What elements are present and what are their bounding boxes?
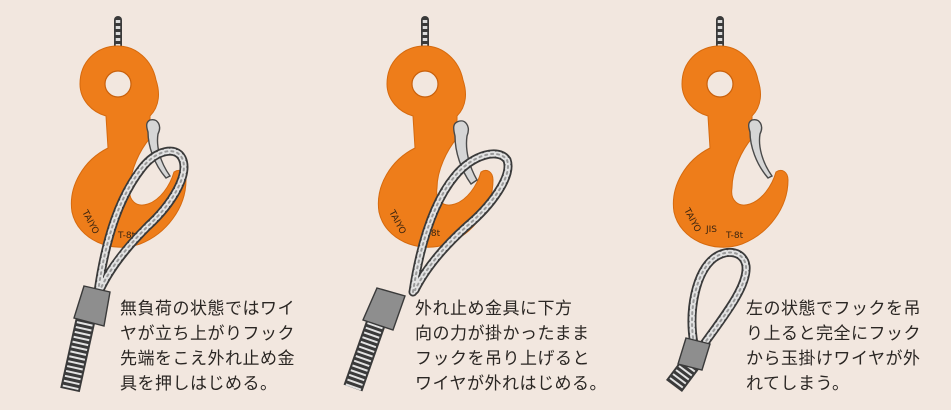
caption-line: り上ると完全にフック (746, 324, 921, 344)
hook-diagram-2: TAIYO T-8t (343, 16, 513, 392)
safety-latch-icon (145, 119, 172, 179)
caption-step-2: 外れ止め金具に下方 向の力が掛かったまま フックを吊り上げると ワイヤが外れはじ… (415, 297, 607, 397)
stamp-mark: JIS (705, 225, 717, 235)
safety-latch-icon (747, 119, 774, 179)
wire-rope-sling-icon (60, 146, 189, 393)
hook-diagram-3: TAIYO JIS T-8t (666, 16, 789, 392)
stamp-size: T-8t (725, 231, 744, 241)
wire-rope-sling-icon (666, 247, 751, 392)
caption-line: フックを吊り上げると (415, 349, 590, 369)
wire-rope-sling-icon (343, 149, 513, 392)
caption-line: ワイヤが外れはじめる。 (415, 374, 607, 394)
caption-line: 先端をこえ外れ止め金 (120, 349, 295, 369)
caption-line: 外れ止め金具に下方 (415, 299, 573, 319)
crane-hook-icon (377, 45, 494, 248)
stamp-size: T-8t (422, 229, 441, 239)
caption-line: 左の状態でフックを吊 (746, 299, 921, 319)
caption-line: れてしまう。 (746, 374, 850, 394)
stamp-size: T-8t (117, 231, 136, 241)
caption-line: 具を押しはじめる。 (120, 374, 278, 394)
panel-step-3: TAIYO JIS T-8t 左の状態でフックを吊 り上ると完全にフック から玉… (634, 0, 951, 410)
caption-line: から玉掛けワイヤが外 (746, 349, 921, 369)
panel-step-1: TAIYO T-8t 無負荷の状態ではワイ ヤが立ち上がりフック 先端をこえ外れ… (0, 0, 317, 410)
safety-latch-icon (452, 120, 478, 185)
panel-step-2: TAIYO T-8t 外れ止め金具に下方 向の力が掛かったまま フックを吊り上げ… (317, 0, 634, 410)
caption-step-3: 左の状態でフックを吊 り上ると完全にフック から玉掛けワイヤが外 れてしまう。 (746, 297, 921, 397)
caption-step-1: 無負荷の状態ではワイ ヤが立ち上がりフック 先端をこえ外れ止め金 具を押しはじめ… (120, 297, 295, 397)
caption-line: 向の力が掛かったまま (415, 324, 590, 344)
hook-diagram-1: TAIYO T-8t (60, 16, 189, 393)
crane-hook-icon (672, 45, 789, 248)
caption-line: 無負荷の状態ではワイ (120, 299, 295, 319)
caption-line: ヤが立ち上がりフック (120, 324, 295, 344)
